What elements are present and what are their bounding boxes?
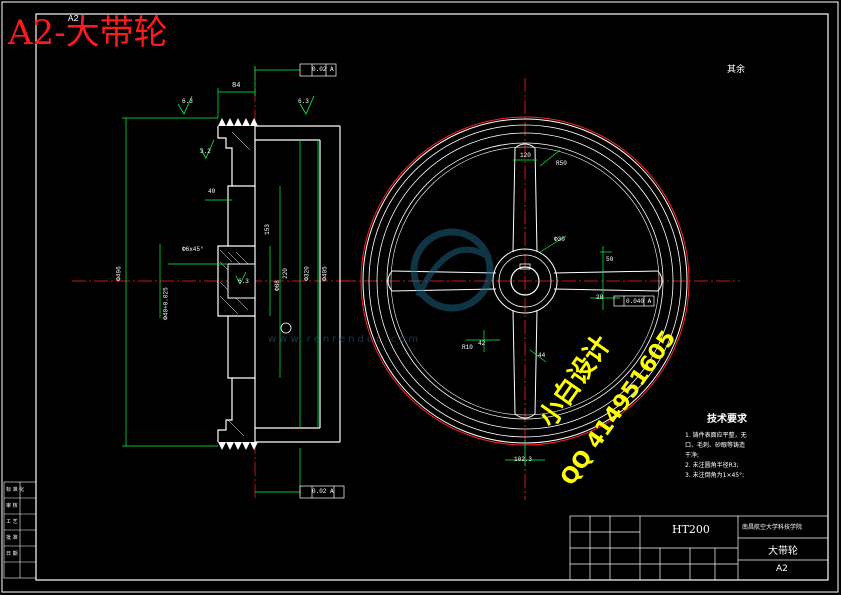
strip-label-3: 工 艺 <box>6 519 18 525</box>
title-block <box>569 515 829 581</box>
dim-d-rim2: Φ405 <box>321 266 329 281</box>
strip-label-5: 日 期 <box>6 551 18 557</box>
watermark-url: www.renrendoc.com <box>268 334 422 345</box>
roughness-b: 6.3 <box>298 98 309 105</box>
strip-label-1: 标 准 化 <box>6 487 25 493</box>
tech-requirements: 技术要求 1. 铸件表面应平整，无 口、毛刺、砂眼等铸造 干净; 2. 未注圆角… <box>685 410 747 481</box>
tol-bottom: 0.02 A <box>312 488 334 495</box>
dim-arm-r: R10 <box>462 344 473 351</box>
dim-width-top: 84 <box>232 82 241 90</box>
dim-44: 44 <box>538 352 546 359</box>
dim-hub: 50 <box>606 256 614 263</box>
sheet-size: A2 <box>776 564 788 574</box>
dim-d-hub: Φ88 <box>273 280 281 291</box>
dim-d-rim: Φ320 <box>303 266 311 281</box>
tech-line-3: 干净; <box>685 452 700 459</box>
tech-line-5: 3. 未注倒角为1×45°; <box>685 472 745 479</box>
dim-spoke-r: R50 <box>556 160 567 167</box>
tol-top: 0.02 A <box>312 66 334 73</box>
roughness-note: 其余 <box>727 65 746 75</box>
school-label: 南昌航空大学科技学院 <box>742 524 803 531</box>
material-label: HT200 <box>672 523 710 536</box>
roughness-a: 6.3 <box>182 98 193 105</box>
dim-bore: Φ30 <box>554 236 565 243</box>
drawing-title: A2-大带轮 <box>8 13 168 53</box>
dim-chamfer: Φ6x45° <box>182 246 204 253</box>
strip-label-4: 批 准 <box>6 535 18 541</box>
side-view <box>72 63 355 500</box>
roughness-c: 3.2 <box>200 148 211 155</box>
front-view <box>342 78 740 500</box>
tech-line-4: 2. 未注圆角半径R3; <box>685 462 739 469</box>
roughness-d: 6.3 <box>238 278 249 285</box>
dim-42: 42 <box>478 340 486 347</box>
dim-keyway: Φ40+0.025 <box>162 287 170 320</box>
inner-frame <box>35 13 829 581</box>
dim-220: 220 <box>281 268 289 279</box>
sheet-label: A2 <box>68 14 79 24</box>
dim-d-outer: Φ496 <box>115 266 123 281</box>
tech-line-1: 1. 铸件表面应平整，无 <box>685 432 747 439</box>
part-name: 大带轮 <box>768 546 798 557</box>
dim-28: 28 <box>596 294 604 301</box>
left-title-strip <box>3 481 37 579</box>
dim-102: 102.3 <box>514 456 533 463</box>
dim-spoke-width: 120 <box>520 152 531 159</box>
strip-label-2: 审 核 <box>6 503 18 509</box>
watermark-logo <box>410 228 494 312</box>
dim-section-len: 40 <box>208 188 216 195</box>
tech-heading: 技术要求 <box>707 414 747 425</box>
tol-key: 0.040 A <box>626 298 652 305</box>
tech-line-2: 口、毛刺、砂眼等铸造 <box>685 442 746 449</box>
dim-153: 153 <box>263 224 271 235</box>
